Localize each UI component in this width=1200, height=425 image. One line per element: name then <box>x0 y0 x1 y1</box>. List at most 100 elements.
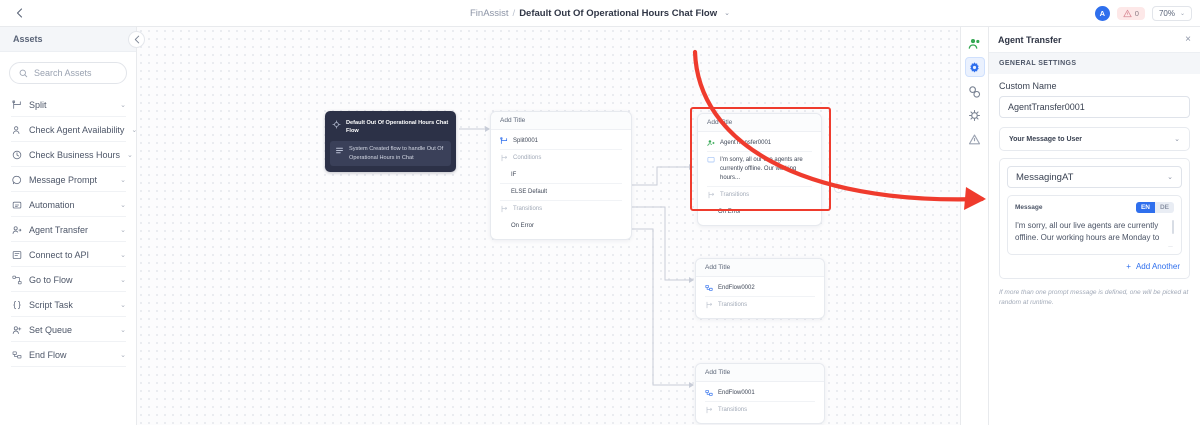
split-node-condition-else[interactable]: ELSE Default <box>491 184 631 201</box>
sidebar-item-set-queue[interactable]: Set Queue ⌄ <box>0 317 136 342</box>
agent-transfer-node-highlight <box>690 107 831 211</box>
messaging-template-select[interactable]: MessagingAT ⌄ <box>1007 166 1182 188</box>
rail-variables-icon-button[interactable] <box>965 105 985 125</box>
sidebar-item-agent-transfer[interactable]: Agent Transfer ⌄ <box>0 217 136 242</box>
flow-node-split[interactable]: Add Title Split0001 Conditions <box>490 111 632 240</box>
your-message-accordion-header[interactable]: Your Message to User ⌄ <box>1000 128 1189 150</box>
sidebar-item-label: Go to Flow <box>29 274 73 285</box>
language-toggle[interactable]: EN DE <box>1135 202 1174 213</box>
flow-canvas[interactable]: Default Out Of Operational Hours Chat Fl… <box>137 27 960 425</box>
add-transition-handle[interactable]: + <box>834 184 843 193</box>
language-option-en[interactable]: EN <box>1135 202 1155 213</box>
chevron-down-icon[interactable]: ⌄ <box>120 101 126 109</box>
description-icon <box>336 148 343 154</box>
chevron-left-icon <box>16 8 22 18</box>
sidebar-item-end-flow[interactable]: End Flow ⌄ <box>0 342 136 367</box>
chevron-down-icon[interactable]: ⌄ <box>120 326 126 334</box>
search-assets-box[interactable] <box>9 62 127 84</box>
message-card-header: Message EN DE <box>1015 202 1174 213</box>
sidebar-collapse-button[interactable] <box>128 31 145 48</box>
agent-transfer-node-transition-on-error[interactable]: On Error <box>698 204 821 221</box>
chevron-down-icon[interactable]: ⌄ <box>120 226 126 234</box>
message-card: Message EN DE I'm sorry, all our live ag… <box>1007 195 1182 255</box>
rail-warning-triangle-icon-button[interactable] <box>965 129 985 149</box>
add-another-label: Add Another <box>1135 262 1180 271</box>
sidebar-item-split[interactable]: Split ⌄ <box>0 92 136 117</box>
branch-icon <box>501 205 507 213</box>
sidebar-item-label: Split <box>29 99 47 110</box>
add-another-button[interactable]: + Add Another <box>1007 262 1182 271</box>
panel-title: Agent Transfer <box>998 34 1062 45</box>
chevron-down-icon[interactable]: ⌄ <box>120 201 126 209</box>
chevron-left-icon <box>134 35 139 44</box>
sidebar-item-check-agent-availability[interactable]: Check Agent Availability ⌄ <box>0 117 136 142</box>
end-flow-node-header[interactable]: Add Title <box>696 364 824 382</box>
sidebar-item-automation[interactable]: Automation ⌄ <box>0 192 136 217</box>
chevron-down-icon[interactable]: ⌄ <box>120 351 126 359</box>
split-icon <box>500 137 508 145</box>
sidebar-item-check-business-hours[interactable]: Check Business Hours ⌄ <box>0 142 136 167</box>
sidebar-item-label: Check Agent Availability <box>29 124 125 135</box>
main-body: Assets <box>0 27 1200 425</box>
end-flow-node-header[interactable]: Add Title <box>696 259 824 277</box>
message-icon <box>11 174 22 185</box>
message-textarea[interactable]: I'm sorry, all our live agents are curre… <box>1015 220 1174 247</box>
goto-flow-icon <box>11 274 22 285</box>
avatar[interactable]: A <box>1094 6 1110 21</box>
flow-node-end-flow-0001[interactable]: Add Title EndFlow0001 <box>695 363 825 424</box>
agent-transfer-node-icon <box>968 38 980 49</box>
gear-icon <box>970 61 979 73</box>
split-node-conditions-label: Conditions <box>513 155 542 161</box>
resize-handle[interactable]: ⇱ <box>1168 246 1173 248</box>
sidebar-item-go-to-flow[interactable]: Go to Flow ⌄ <box>0 267 136 292</box>
search-input[interactable] <box>34 68 117 78</box>
your-message-accordion-title: Your Message to User <box>1009 135 1083 143</box>
rail-gear-icon-button[interactable] <box>964 57 985 77</box>
end-flow-node-body: EndFlow0002 Transitions <box>696 277 824 318</box>
breadcrumb-root[interactable]: FinAssist <box>470 7 509 19</box>
breadcrumb-chevron-down-icon[interactable]: ⌄ <box>724 10 730 17</box>
message-scrollbar[interactable] <box>1171 220 1174 234</box>
flow-node-end-flow-0002[interactable]: Add Title EndFlow0002 <box>695 258 825 319</box>
sidebar-item-message-prompt[interactable]: Message Prompt ⌄ <box>0 167 136 192</box>
close-icon[interactable]: × <box>1185 33 1191 45</box>
sidebar-item-script-task[interactable]: Script Task ⌄ <box>0 292 136 317</box>
warning-triangle-icon <box>968 133 981 144</box>
sidebar-item-connect-to-api[interactable]: Connect to API ⌄ <box>0 242 136 267</box>
end-flow-icon <box>705 285 713 291</box>
agent-transfer-icon <box>11 224 22 235</box>
breadcrumb-current: Default Out Of Operational Hours Chat Fl… <box>519 7 718 19</box>
condition-label: IF <box>511 172 517 178</box>
plus-icon: + <box>1126 262 1131 271</box>
branch-icon <box>706 406 712 414</box>
back-button[interactable] <box>6 0 32 26</box>
split-node-header[interactable]: Add Title <box>491 112 631 130</box>
set-queue-icon <box>11 324 22 335</box>
end-flow-node-transitions-label: Transitions <box>718 407 748 413</box>
rail-link-icon-button[interactable] <box>965 81 985 101</box>
warning-badge[interactable]: 0 <box>1116 7 1145 20</box>
chevron-down-icon[interactable]: ⌄ <box>120 176 126 184</box>
condition-label: ELSE Default <box>511 189 548 195</box>
sidebar-item-label: End Flow <box>29 349 67 360</box>
chevron-down-icon[interactable]: ⌄ <box>120 276 126 284</box>
chevron-down-icon[interactable]: ⌄ <box>120 251 126 259</box>
zoom-level-select[interactable]: 70% ⌄ <box>1151 6 1192 21</box>
chevron-down-icon[interactable]: ⌄ <box>127 151 133 159</box>
split-node-condition-if[interactable]: IF <box>491 167 631 184</box>
rail-agent-transfer-node-icon-button[interactable] <box>965 33 985 53</box>
flow-start-icon <box>332 120 341 129</box>
split-node-transition-on-error[interactable]: On Error <box>491 218 631 235</box>
properties-panel: Agent Transfer × GENERAL SETTINGS Custom… <box>988 27 1200 425</box>
chevron-down-icon: ⌄ <box>1174 136 1180 143</box>
custom-name-input[interactable] <box>999 96 1190 118</box>
right-icon-rail <box>960 27 988 425</box>
chevron-down-icon[interactable]: ⌄ <box>120 301 126 309</box>
search-icon <box>19 69 28 77</box>
automation-icon <box>11 199 22 210</box>
search-assets-wrap <box>0 52 136 90</box>
chevron-down-icon[interactable]: ⌄ <box>131 126 136 134</box>
split-node-body: Split0001 Conditions IF ELSE Default <box>491 130 631 239</box>
language-option-de[interactable]: DE <box>1154 202 1174 213</box>
flow-node-start[interactable]: Default Out Of Operational Hours Chat Fl… <box>325 111 456 172</box>
